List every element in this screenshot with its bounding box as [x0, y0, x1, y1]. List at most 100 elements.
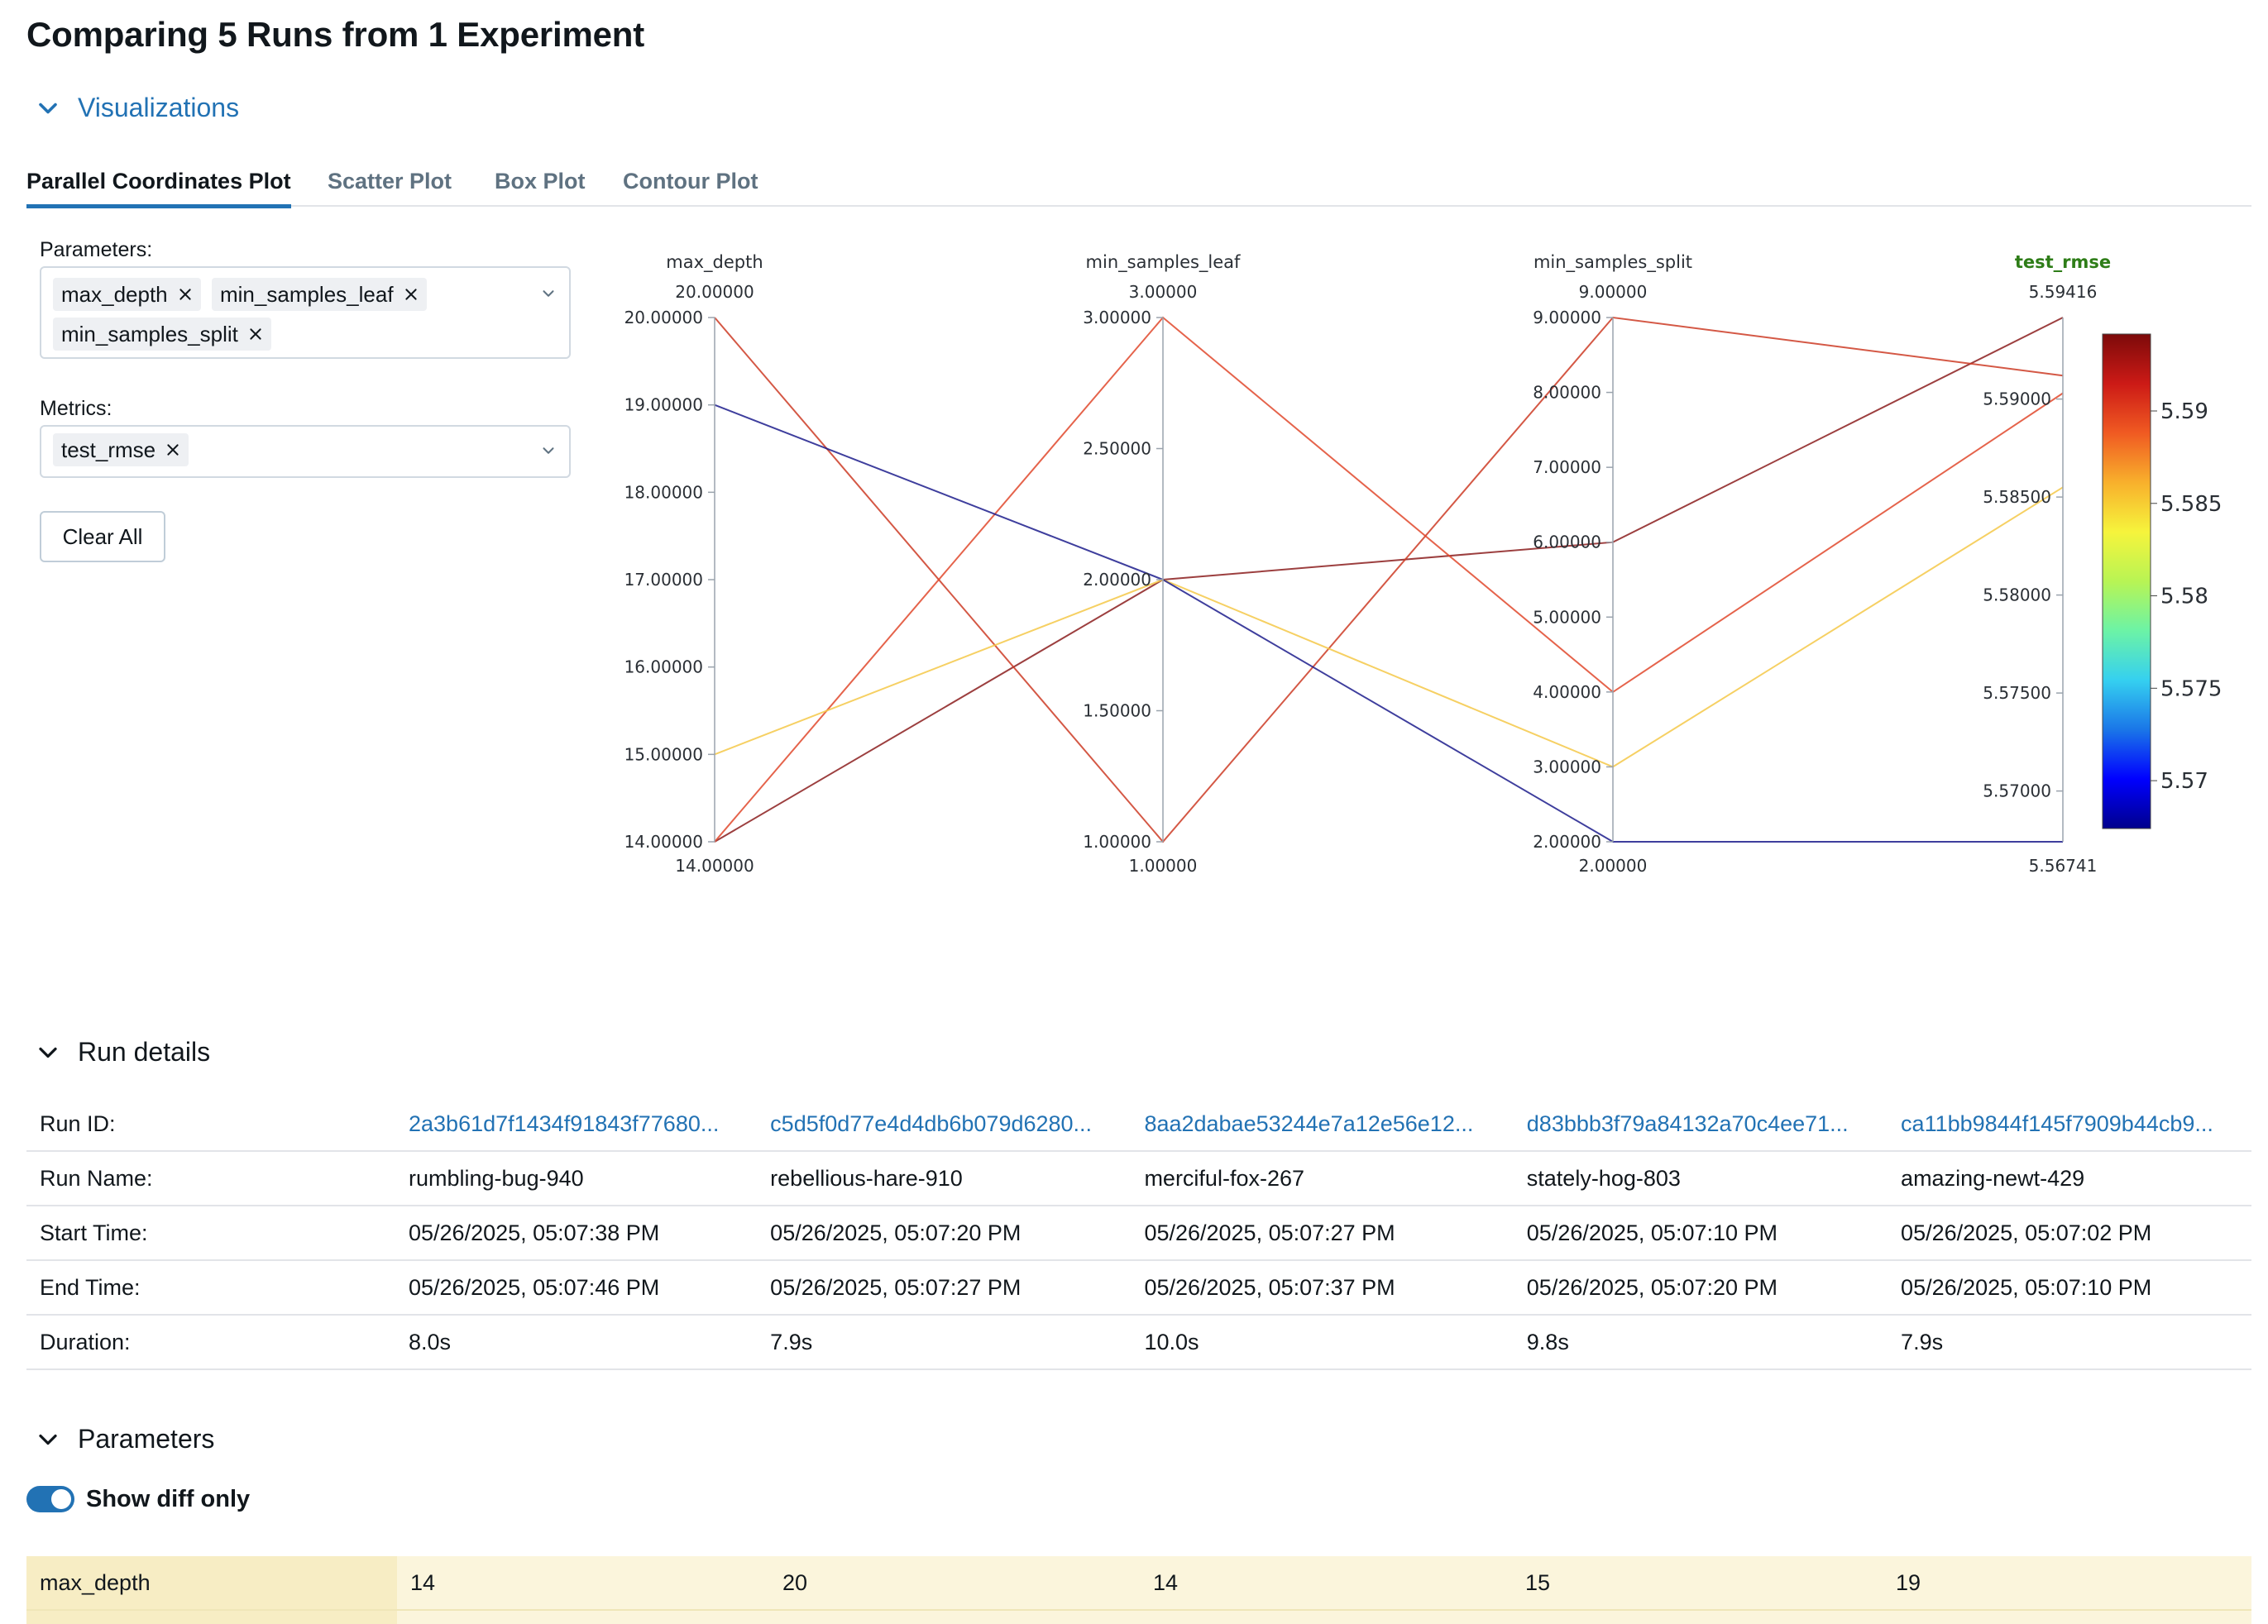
table-row: Run Name: rumbling-bug-940 rebellious-ha… — [26, 1151, 2251, 1206]
chevron-down-icon[interactable] — [539, 284, 557, 303]
start-time-cell: 05/26/2025, 05:07:02 PM — [1888, 1206, 2251, 1261]
axis-max-label: 9.00000 — [1579, 282, 1648, 302]
metrics-label: Metrics: — [40, 397, 112, 420]
metrics-select[interactable]: test_rmse — [40, 425, 571, 478]
tick-label: 7.00000 — [1533, 457, 1601, 477]
duration-cell: 9.8s — [1513, 1315, 1888, 1370]
chip-min-samples-leaf: min_samples_leaf — [212, 278, 427, 311]
chevron-down-icon — [39, 103, 57, 113]
param-row-partial — [26, 1611, 2251, 1624]
close-icon[interactable] — [248, 327, 263, 342]
series-line — [714, 317, 2064, 843]
row-label: Run Name: — [26, 1151, 395, 1206]
param-row-max-depth: max_depth 14 20 14 15 19 — [26, 1556, 2251, 1611]
clear-all-button[interactable]: Clear All — [40, 511, 165, 562]
colorbar-label: 5.57 — [2160, 769, 2208, 794]
plot-lines — [714, 316, 2064, 843]
tab-scatter-plot[interactable]: Scatter Plot — [328, 169, 452, 193]
run-id-link[interactable]: d83bbb3f79a84132a70c4ee71... — [1526, 1111, 1849, 1136]
series-line — [714, 486, 2064, 768]
param-name — [26, 1611, 397, 1624]
table-row: Run ID: 2a3b61d7f1434f91843f77680... c5d… — [26, 1097, 2251, 1152]
run-id-cell: 8aa2dabae53244e7a12e56e12... — [1131, 1097, 1514, 1152]
tick-label: 1.50000 — [1083, 701, 1151, 721]
run-name-cell: merciful-fox-267 — [1131, 1151, 1514, 1206]
tick-label: 3.00000 — [1083, 308, 1151, 327]
axis-min-label: 5.56741 — [2029, 856, 2098, 876]
parameters-section-toggle[interactable]: Parameters — [33, 1424, 214, 1454]
tab-contour-plot[interactable]: Contour Plot — [623, 169, 758, 193]
tick-label: 5.59000 — [1983, 389, 2051, 409]
run-id-cell: 2a3b61d7f1434f91843f77680... — [395, 1097, 758, 1152]
show-diff-label: Show diff only — [86, 1486, 251, 1512]
tick-label: 2.50000 — [1083, 439, 1151, 459]
axis-title: min_samples_split — [1534, 252, 1692, 273]
run-name-cell: stately-hog-803 — [1513, 1151, 1888, 1206]
show-diff-toggle[interactable] — [26, 1486, 74, 1512]
close-icon[interactable] — [178, 287, 193, 302]
duration-cell: 7.9s — [757, 1315, 1132, 1370]
tick-label: 9.00000 — [1533, 308, 1601, 327]
chevron-down-icon — [39, 1434, 57, 1445]
chip-min-samples-split: min_samples_split — [53, 318, 271, 351]
axis-title: min_samples_leaf — [1086, 252, 1242, 273]
start-time-cell: 05/26/2025, 05:07:38 PM — [395, 1206, 758, 1261]
tick-label: 20.00000 — [624, 308, 703, 327]
axis-max-label: 5.59416 — [2029, 282, 2098, 302]
chip-label: min_samples_split — [61, 321, 238, 346]
tick-label: 5.57500 — [1983, 683, 2051, 703]
run-details-title: Run details — [78, 1037, 211, 1067]
row-label: Duration: — [26, 1315, 395, 1370]
tick-label: 14.00000 — [624, 832, 703, 852]
close-icon[interactable] — [165, 442, 180, 457]
parameters-label: Parameters: — [40, 238, 153, 261]
series-line — [714, 316, 2064, 843]
chip-test-rmse: test_rmse — [53, 433, 189, 466]
axis-min-label: 14.00000 — [675, 856, 754, 876]
run-id-cell: c5d5f0d77e4d4db6b079d6280... — [757, 1097, 1132, 1152]
axis-min-label: 1.00000 — [1129, 856, 1198, 876]
param-value: 14 — [1153, 1570, 1179, 1595]
param-value: 20 — [782, 1570, 808, 1595]
tick-label: 5.57000 — [1983, 781, 2051, 801]
tick-label: 4.00000 — [1533, 682, 1601, 702]
run-id-cell: d83bbb3f79a84132a70c4ee71... — [1513, 1097, 1888, 1152]
param-name: max_depth — [26, 1556, 397, 1609]
row-label: End Time: — [26, 1260, 395, 1316]
run-id-link[interactable]: ca11bb9844f145f7909b44cb9... — [1901, 1111, 2213, 1136]
run-id-link[interactable]: c5d5f0d77e4d4db6b079d6280... — [770, 1111, 1093, 1136]
end-time-cell: 05/26/2025, 05:07:20 PM — [1513, 1260, 1888, 1316]
visualizations-title: Visualizations — [78, 93, 240, 122]
parameters-select[interactable]: max_depth min_samples_leaf min_samples_s… — [40, 266, 571, 359]
tick-label: 18.00000 — [624, 482, 703, 502]
chip-label: min_samples_leaf — [220, 281, 394, 307]
colorbar-label: 5.58 — [2160, 585, 2208, 609]
table-row: End Time: 05/26/2025, 05:07:46 PM 05/26/… — [26, 1260, 2251, 1316]
run-details-section-toggle[interactable]: Run details — [33, 1037, 210, 1068]
run-name-cell: rebellious-hare-910 — [757, 1151, 1132, 1206]
tick-label: 2.00000 — [1083, 570, 1151, 590]
tick-label: 3.00000 — [1533, 757, 1601, 776]
tick-label: 16.00000 — [624, 657, 703, 677]
run-id-link[interactable]: 2a3b61d7f1434f91843f77680... — [409, 1111, 720, 1136]
run-id-link[interactable]: 8aa2dabae53244e7a12e56e12... — [1144, 1111, 1474, 1136]
row-label: Run ID: — [26, 1097, 395, 1152]
close-icon[interactable] — [404, 287, 419, 302]
tab-parallel-coordinates[interactable]: Parallel Coordinates Plot — [26, 169, 291, 208]
tick-label: 5.00000 — [1533, 607, 1601, 627]
chevron-down-icon — [39, 1047, 57, 1058]
chevron-down-icon[interactable] — [539, 442, 557, 460]
end-time-cell: 05/26/2025, 05:07:37 PM — [1131, 1260, 1514, 1316]
tick-label: 2.00000 — [1533, 832, 1601, 852]
tab-box-plot[interactable]: Box Plot — [495, 169, 586, 193]
page-title: Comparing 5 Runs from 1 Experiment — [26, 15, 645, 54]
visualizations-section-toggle[interactable]: Visualizations — [33, 93, 239, 123]
param-value: 14 — [410, 1570, 436, 1595]
param-value: 15 — [1525, 1570, 1551, 1595]
chip-label: test_rmse — [61, 437, 156, 462]
colorbar-gradient — [2102, 333, 2151, 829]
table-row: Duration: 8.0s 7.9s 10.0s 9.8s 7.9s — [26, 1315, 2251, 1370]
param-value: 19 — [1896, 1570, 1921, 1595]
tick-label: 15.00000 — [624, 744, 703, 764]
tick-label: 5.58000 — [1983, 585, 2051, 605]
